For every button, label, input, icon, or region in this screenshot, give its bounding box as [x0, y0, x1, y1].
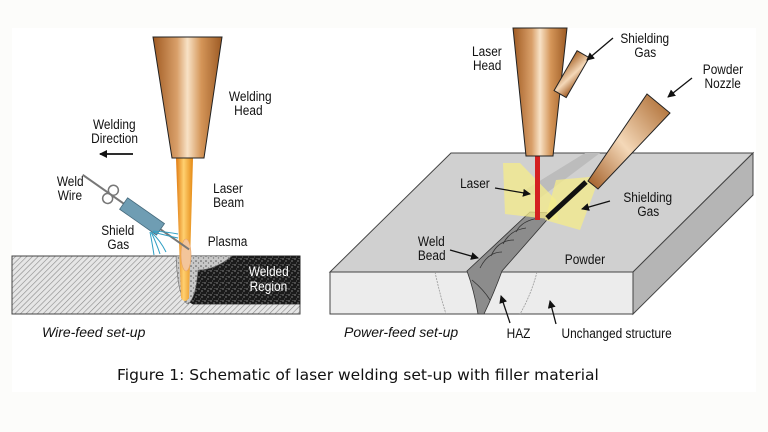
slab-side-face — [632, 151, 754, 316]
wire-feed-title: Wire-feed set-up — [42, 324, 146, 340]
shielding-gas-glow-side — [545, 176, 600, 230]
label-arrows — [449, 37, 693, 325]
figure-caption: Figure 1: Schematic of laser welding set… — [117, 366, 599, 384]
plasma-glow — [180, 238, 192, 272]
label-powder: Powder — [565, 251, 606, 267]
label-laser: Laser — [460, 175, 490, 191]
powder-stream — [545, 180, 588, 220]
powder-track — [525, 153, 600, 198]
laser-head — [512, 27, 568, 157]
label-unchanged-structure: Unchanged structure — [562, 325, 672, 341]
label-plasma: Plasma — [208, 233, 248, 249]
haz-boundary-right — [519, 271, 538, 315]
label-haz: HAZ — [507, 325, 531, 341]
haz-boundary-left — [434, 271, 447, 315]
weld-bead — [466, 211, 554, 315]
shielding-gas-pipe — [553, 49, 590, 99]
shield-gas-lines — [149, 230, 179, 256]
powder-nozzle — [587, 93, 671, 190]
powder-feed-title: Power-feed set-up — [344, 324, 458, 340]
laser-ray — [535, 156, 540, 220]
welding-head — [152, 36, 223, 159]
keyhole-melt — [175, 255, 233, 305]
